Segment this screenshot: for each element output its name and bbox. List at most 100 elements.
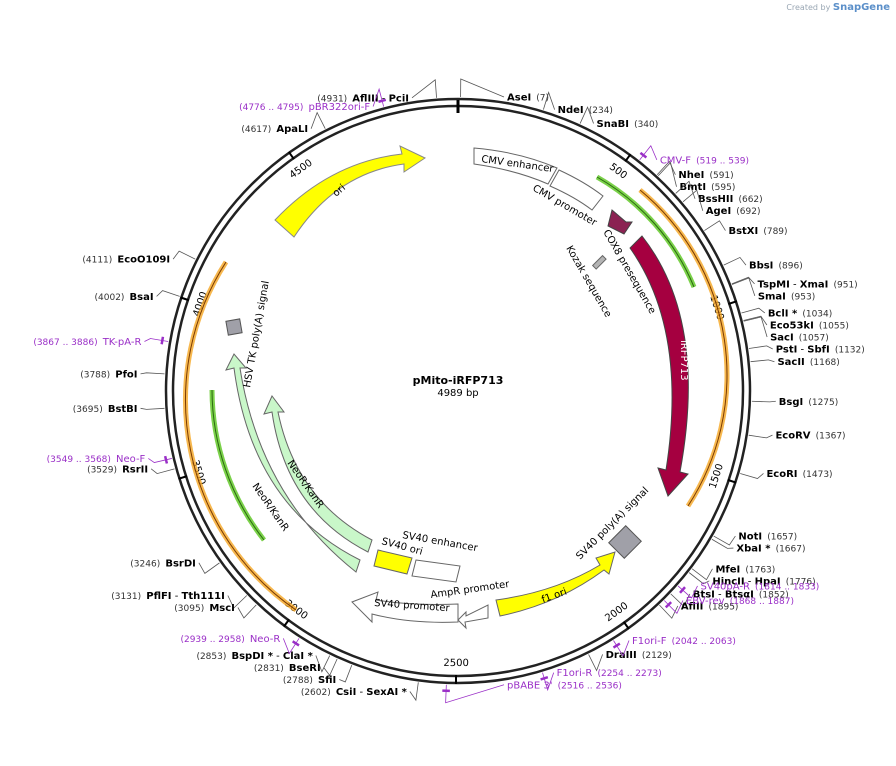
primer-label[interactable]: (2939 .. 2958) Neo-R (180, 627, 280, 646)
site-position: (1055) (819, 321, 849, 331)
site-name: BtsαI (725, 589, 754, 600)
enzyme-label[interactable]: (2602) CsiI - SexAI * (301, 680, 408, 699)
enzyme-label[interactable]: (4931) AflIII - PciI (317, 86, 409, 105)
enzyme-leader-line (688, 572, 710, 585)
site-name: BsaI (130, 292, 154, 303)
site-position: (1132) (835, 345, 865, 355)
enzyme-label[interactable]: BssHII (662) (698, 187, 763, 206)
site-position: (2939 .. 2958) (180, 635, 244, 645)
enzyme-label[interactable]: BstXI (789) (728, 219, 787, 238)
site-name: BclI * (768, 308, 798, 319)
feature-neor-inner[interactable] (263, 395, 373, 553)
enzyme-label[interactable]: SacII (1168) (777, 350, 839, 369)
enzyme-label[interactable]: TspMI - XmaI (951) (758, 272, 858, 291)
site-position: (1776) (786, 577, 816, 587)
enzyme-leader-line (731, 276, 755, 285)
primer-label[interactable]: (3867 .. 3886) TK-pA-R (33, 330, 141, 349)
primer-mark (378, 98, 387, 103)
plasmid-name: pMito-iRFP713 (413, 374, 504, 387)
primer-label[interactable]: SV40pA-R (1814 .. 1833) (701, 574, 820, 593)
feature-sv40-promoter[interactable] (351, 591, 459, 624)
enzyme-label[interactable]: (3695) BstBI (73, 397, 138, 416)
enzyme-label[interactable]: SmaI (953) (758, 284, 815, 303)
enzyme-label[interactable]: NotI (1657) (738, 525, 797, 544)
primer-label-layer: (4776 .. 4795) pBR322ori-F (3867 .. 3886)… (33, 87, 820, 704)
enzyme-label[interactable]: (4617) ApaLI (241, 117, 308, 136)
enzyme-label[interactable]: BmtI (595) (680, 175, 736, 194)
snapgene-logo: SnapGene (832, 2, 890, 13)
enzyme-leader-line (691, 568, 713, 581)
site-name: PstI (776, 344, 798, 355)
enzyme-leader-line (743, 316, 768, 338)
feature-sv40-polya[interactable] (608, 525, 642, 559)
feature-ampr-promoter[interactable] (457, 604, 489, 630)
enzyme-label[interactable]: BclI * (1034) (768, 301, 832, 320)
enzyme-leader-line (409, 682, 419, 702)
site-name: ClaI * (283, 651, 314, 662)
primer-label[interactable]: CMV-F (519 .. 539) (660, 148, 749, 167)
enzyme-label[interactable]: DraIII (2129) (606, 643, 672, 662)
enzyme-label[interactable]: XbaI * (1667) (736, 537, 805, 556)
enzyme-label[interactable]: AgeI (692) (706, 199, 761, 218)
tick-mark (624, 153, 632, 163)
site-position: (591) (709, 171, 733, 181)
enzyme-label[interactable]: (4002) BsaI (95, 285, 154, 304)
enzyme-label[interactable]: (3529) RsrII (87, 457, 148, 476)
enzyme-label[interactable]: (3246) BsrDI (130, 551, 196, 570)
enzyme-label[interactable]: Eco53kI (1055) (770, 313, 849, 332)
tick-mark (622, 621, 630, 630)
site-name: SacI (770, 332, 794, 343)
feature-cmv-enhancer[interactable] (473, 147, 558, 185)
enzyme-label[interactable]: MfeI (1763) (715, 557, 775, 576)
feature-cmv-promoter[interactable] (549, 169, 604, 211)
enzyme-label[interactable]: (3788) PfoI (80, 362, 137, 381)
feature-hsv-tk-polya[interactable] (225, 318, 243, 336)
enzyme-label[interactable]: AseI (7) (507, 86, 549, 105)
enzyme-label[interactable]: SacI (1057) (770, 325, 829, 344)
enzyme-label[interactable]: AflII (1895) (681, 594, 739, 613)
site-name: AflIII (352, 93, 378, 104)
enzyme-label[interactable]: (2853) BspDI * - ClaI * (196, 644, 313, 663)
enzyme-label[interactable]: (4111) EcoO109I (82, 248, 170, 267)
enzyme-label[interactable]: HincII - HpaI (1776) (712, 569, 815, 588)
primer-label[interactable]: (3549 .. 3568) Neo-F (47, 447, 146, 466)
primer-label[interactable]: pBABE 3' (2516 .. 2536) (507, 673, 622, 692)
feature-sv40-enhancer[interactable] (411, 559, 461, 583)
feature-f1-ori[interactable] (495, 551, 616, 617)
feature-cox8-presequence[interactable] (607, 209, 633, 235)
site-position: (953) (791, 292, 815, 302)
feature-sv40-ori[interactable] (373, 549, 413, 575)
enzyme-label[interactable]: BbsI (896) (749, 254, 803, 273)
site-position: (1367) (816, 432, 846, 442)
enzyme-label[interactable]: BsgI (1275) (779, 390, 838, 409)
site-name: Eco53kI (770, 320, 814, 331)
feature-irfp713[interactable] (629, 235, 689, 497)
enzyme-label[interactable]: NdeI (234) (558, 98, 613, 117)
enzyme-label[interactable]: (2788) SfiI (283, 668, 336, 687)
enzyme-label[interactable]: (2831) BseRI (254, 656, 321, 675)
feature-ori[interactable] (274, 145, 427, 238)
site-position: (3695) (73, 405, 103, 415)
primer-label[interactable]: EBV-rev (1868 .. 1887) (686, 589, 794, 608)
site-position: (662) (738, 195, 762, 205)
backbone-outer-ring (164, 97, 752, 685)
primer-label[interactable]: F1ori-R (2254 .. 2273) (557, 661, 662, 680)
enzyme-label[interactable]: (3095) MscI (174, 596, 235, 615)
primer-mark (639, 151, 648, 159)
enzyme-label[interactable]: PstI - SbfI (1132) (776, 337, 865, 356)
tick-label: 500 (607, 162, 629, 182)
enzyme-label[interactable]: EcoRV (1367) (775, 424, 845, 443)
enzyme-leader-line (140, 372, 165, 375)
enzyme-label[interactable]: SnaBI (340) (597, 112, 659, 131)
site-position: (234) (589, 106, 613, 116)
enzyme-label[interactable]: (3131) PflFI - Tth111I (111, 584, 225, 603)
feature-neor-outer[interactable] (225, 353, 361, 573)
enzyme-label[interactable]: BtsI - BtsαI (1852) (693, 582, 789, 601)
enzyme-label[interactable]: EcoRI (1473) (766, 462, 832, 481)
primer-label[interactable]: (4776 .. 4795) pBR322ori-F (239, 95, 370, 114)
site-position: (7) (536, 94, 549, 104)
enzyme-label[interactable]: NheI (591) (678, 163, 733, 182)
primer-label[interactable]: F1ori-F (2042 .. 2063) (632, 629, 736, 648)
primer-leader-line (148, 458, 172, 463)
feature-kozak[interactable] (591, 254, 607, 270)
